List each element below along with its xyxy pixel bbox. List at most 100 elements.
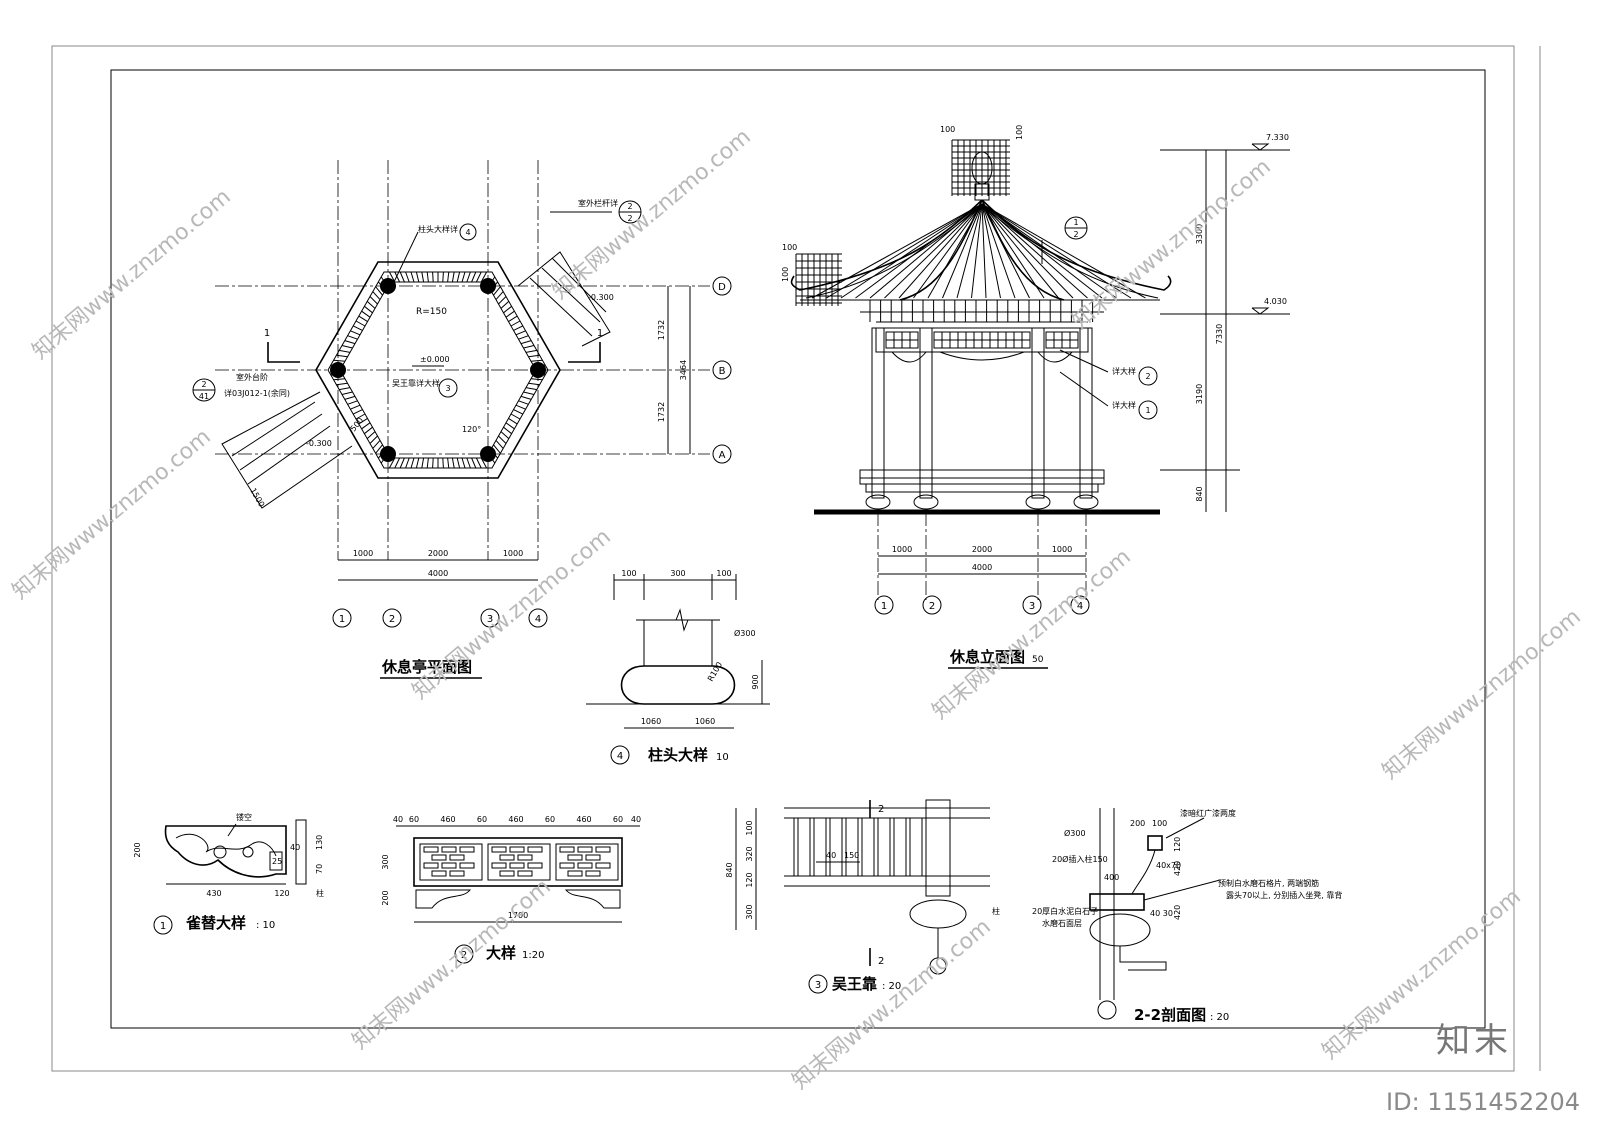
elev-lattice-band [875,327,1089,353]
section-dim-420b: 420 [1173,905,1182,920]
elev-axis-label-1: 1 [881,601,887,612]
plan-axis-label-A: A [719,450,726,461]
plan-column [480,446,496,462]
plan-axis-bubble-2 [382,608,402,628]
section-column-base [1089,913,1151,947]
colhead-radius: R100 [706,660,724,683]
elev-axis-bubble-2 [922,595,942,615]
plan-section-label-left: 1 [264,328,270,339]
section-dim-400: 400 [1104,873,1119,882]
plan-column [330,362,346,378]
elev-ref-top-sheet: 2 [1073,230,1078,239]
elev-column [871,327,885,499]
plan-dim-1500: 1500 [248,487,266,509]
plan-axis-bubble-D [712,276,732,296]
pavilion-elevation: 3300 7330 3190 840 7.330 4.030 100 100 1… [781,125,1290,669]
plan-note-wu: 吴王靠详大样 [392,378,440,388]
elev-dim-col-2: 2000 [972,545,992,554]
elev-level-top: 7.330 [1266,133,1289,142]
pavilion-plan: 1 1 D B A 1732 1732 3464 1000 2000 1000 … [192,160,732,679]
plan-dim-upper: 1732 [657,320,666,340]
section-dim-40-30: 40 30 [1150,909,1173,918]
section-dim-200: 200 [1130,819,1145,828]
elev-level-mid: 4.030 [1264,297,1287,306]
section-2-2-detail: 200 100 120 420 420 400 40 30 40x70 Ø300… [1032,808,1342,1024]
elev-level-marker-mid [1251,307,1270,315]
elev-bench-seat [865,483,1099,493]
watermark-text: 知末网www.znzmo.com [1378,604,1586,784]
lattice-bracket-ornaments [415,889,621,909]
elev-column [1031,327,1045,499]
colhead-dim-900: 900 [751,674,760,689]
elev-axis-bubble-1 [874,595,894,615]
plan-column [380,446,396,462]
plan-column [480,278,496,294]
plan-section-label-right: 1 [597,328,603,339]
elev-lattice-cells [885,331,1079,349]
bracket-scroll [175,833,277,857]
bench-dim-150: 150 [844,851,859,860]
watermark-text: 知末网www.znzmo.com [8,424,216,604]
bracket-scale: : 10 [256,920,275,931]
plan-dim-col-3: 1000 [503,549,523,558]
elev-dim-100d: 100 [781,267,790,282]
elev-ref-top-num: 1 [1073,218,1078,227]
bracket-title: 雀替大样 [185,914,246,932]
plan-dim-total-rows: 3464 [679,360,688,380]
watermark-layer: 知末网www.znzmo.com 知末网www.znzmo.com 知末网www.z… [8,124,1586,1094]
plan-dim-col-total: 4000 [428,569,448,578]
bench-detail: 2 2 840 100 320 120 300 40 150 柱 3 吴王靠 :… [725,799,1000,994]
outer-sheet-border [51,45,1515,1072]
bracket-num-bubble [153,915,173,935]
section-backrest-curve [1131,849,1156,895]
plan-ref-bubble-wu [438,378,458,398]
elev-dim-100a: 100 [940,125,955,134]
bracket-dim-70: 70 [315,864,324,874]
plan-ref-rail-top: 2 [627,202,632,211]
elev-note-detail2: 详大样 [1112,366,1136,376]
plan-note-col-head: 柱头大样详 [418,224,458,234]
colhead-dim-300: 300 [670,569,685,578]
bench-dim-120: 120 [745,872,754,887]
section-seat-slab [1089,893,1145,911]
section-scale: : 20 [1210,1012,1229,1023]
section-dim-100: 100 [1152,819,1167,828]
elev-column [919,327,933,499]
section-dim-120: 120 [1173,837,1182,852]
bench-scale: : 20 [882,981,901,992]
elev-brackets [891,351,1073,363]
lattice-top-dim: 60 [613,815,623,824]
bench-dim-40: 40 [826,851,836,860]
section-dim-420a: 420 [1173,861,1182,876]
plan-axis-label-4: 4 [535,614,541,625]
elev-title-suffix: 50 [1032,655,1044,665]
plan-section-mark-right [568,342,601,363]
bench-num-bubble [808,974,828,994]
plan-ref-bubble-col-head [459,223,477,241]
lattice-top-dim: 60 [545,815,555,824]
colhead-title: 柱头大样 [648,746,708,764]
plan-hexagon-outer [315,261,561,479]
colhead-dim-1060a: 1060 [641,717,661,726]
plan-step-upper-right [517,251,611,347]
elev-column [1079,327,1093,499]
elev-dim-840: 840 [1195,486,1204,501]
inner-sheet-border [110,69,1486,1029]
plan-step-lower-left [221,391,353,509]
plan-axis-label-3: 3 [487,614,493,625]
plan-note-rail: 室外栏杆详 [578,198,618,208]
plan-angle: 120° [462,425,481,434]
plan-hexagon-rail-outer [327,271,549,469]
bracket-column [295,819,307,885]
watermark-text: 知末网www.znzmo.com [1068,154,1276,334]
plan-title: 休息亭平面图 [381,658,472,676]
section-note-slab: 预制白水磨石格片, 两端钢筋 [1218,878,1319,888]
bench-dim-320: 320 [745,846,754,861]
plan-axis-bubble-A [712,444,732,464]
plan-dim-col-1: 1000 [353,549,373,558]
elev-ref-1: 1 [1145,406,1150,415]
lattice-dim-1700: 1700 [508,911,528,920]
